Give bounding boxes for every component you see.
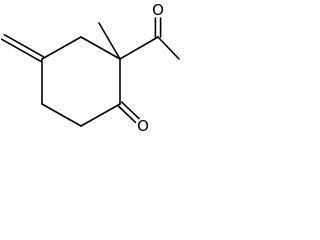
bond-ring-c2-acetyl-carbonyl-c bbox=[119, 36, 159, 60]
bond-ring-c3-ring-c4 bbox=[41, 36, 82, 60]
bond-ring-c6-ring-c1 bbox=[80, 103, 121, 127]
bond-layer bbox=[0, 17, 180, 127]
bond-ring-c4-exo-methylene-c-b bbox=[0, 38, 42, 63]
bond-ring-c1-ring-ketone-o-a bbox=[117, 105, 137, 124]
ring-ketone-o-label: O bbox=[137, 117, 149, 135]
bond-acetyl-carbonyl-c-acetyl-methyl-c bbox=[157, 36, 180, 60]
bond-ring-c2-methyl-c bbox=[98, 22, 121, 60]
bond-ring-c1-ring-ketone-o-b bbox=[120, 101, 140, 120]
acetyl-o-label: O bbox=[152, 1, 164, 19]
bond-ring-c4-exo-methylene-c-a bbox=[3, 33, 45, 58]
atom-label-layer: OO bbox=[137, 1, 164, 135]
molecule-structure: OO bbox=[0, 1, 180, 135]
bond-ring-c2-ring-c3 bbox=[80, 36, 121, 60]
bond-ring-c5-ring-c6 bbox=[41, 103, 82, 127]
